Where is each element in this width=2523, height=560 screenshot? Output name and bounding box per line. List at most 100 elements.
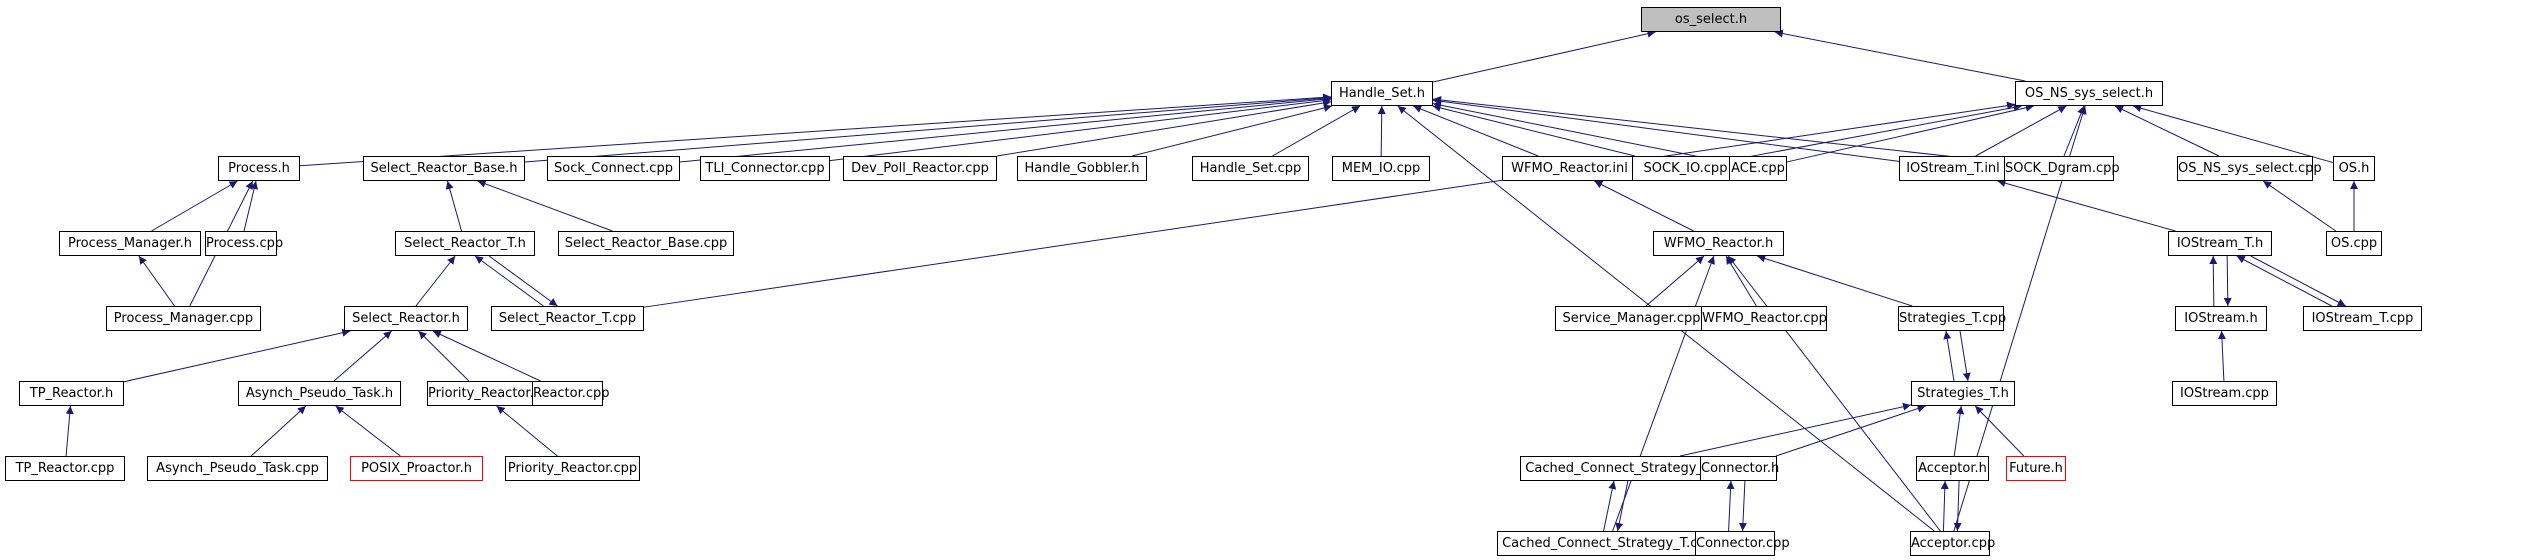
edge-strategies-t-cpp-to-wfmo-reactor-h: [1757, 254, 1913, 307]
edge-iostream-h-to-iostream-t-h: [2209, 255, 2218, 307]
node-wfmo-reactor-h[interactable]: WFMO_Reactor.h: [1653, 231, 1784, 256]
edge-future-h-to-strategies-t-h: [1974, 405, 2025, 457]
edge-priority-reactor-cpp-to-priority-reactor-h: [496, 405, 558, 457]
edge-select-reactor-base-cpp-to-select-reactor-base-h: [477, 180, 613, 232]
node-priority-reactor-cpp[interactable]: Priority_Reactor.cpp: [505, 456, 640, 481]
edge-wfmo-reactor-cpp-to-wfmo-reactor-h: [1725, 255, 1757, 307]
node-process-manager-cpp[interactable]: Process_Manager.cpp: [106, 306, 261, 331]
node-os-h[interactable]: OS.h: [2333, 156, 2375, 181]
node-acceptor-cpp[interactable]: Acceptor.cpp: [1910, 531, 1995, 556]
edge-acceptor-cpp-to-acceptor-h: [1940, 480, 1949, 532]
edge-mem-io-cpp-to-handle-set-h: [1377, 105, 1386, 157]
edge-cached-connect-strategy-t-h-to-strategies-t-h: [1679, 402, 1912, 457]
edge-handle-gobbler-h-to-handle-set-h: [1131, 104, 1333, 157]
node-strategies-t-h[interactable]: Strategies_T.h: [1911, 381, 2015, 406]
node-sock-connect-cpp[interactable]: Sock_Connect.cpp: [547, 156, 680, 181]
node-acceptor-h[interactable]: Acceptor.h: [1916, 456, 1989, 481]
edge-iostream-t-h-to-iostream-h: [2223, 255, 2232, 307]
edge-ace-cpp-to-handle-set-h: [1432, 101, 1730, 164]
edge-select-reactor-t-h-to-select-reactor-t-cpp: [488, 255, 558, 307]
edge-posix-proactor-h-to-asynch-pseudo-task-h: [335, 405, 401, 457]
edge-connector-h-to-strategies-t-h: [1775, 404, 1926, 457]
node-asynch-pseudo-task-cpp[interactable]: Asynch_Pseudo_Task.cpp: [147, 456, 328, 481]
node-select-reactor-base-cpp[interactable]: Select_Reactor_Base.cpp: [558, 231, 734, 256]
edge-os-ns-sys-select-h-to-os-select-h: [1774, 29, 2026, 82]
node-process-manager-h[interactable]: Process_Manager.h: [59, 231, 201, 256]
edge-cached-connect-strategy-t-cpp-to-cached-connect-strategy-t-h: [1603, 480, 1617, 532]
edge-dev-poll-reactor-cpp-to-handle-set-h: [996, 99, 1332, 157]
node-select-reactor-h[interactable]: Select_Reactor.h: [344, 306, 468, 331]
node-sock-io-cpp[interactable]: SOCK_IO.cpp: [1632, 156, 1739, 181]
node-wfmo-reactor-inl[interactable]: WFMO_Reactor.inl: [1502, 156, 1637, 181]
edge-strategies-t-h-to-strategies-t-cpp: [1943, 330, 1955, 382]
edge-connector-h-to-connector-cpp: [1738, 480, 1747, 532]
edge-sock-dgram-cpp-to-os-ns-sys-select-h: [2063, 105, 2085, 157]
node-cached-connect-strategy-t-cpp[interactable]: Cached_Connect_Strategy_T.cpp: [1497, 531, 1719, 556]
edge-acceptor-h-to-strategies-t-h: [1953, 405, 1965, 457]
node-connector-cpp[interactable]: Connector.cpp: [1695, 531, 1790, 556]
edge-process-manager-h-to-process-h: [151, 180, 238, 232]
edge-sock-io-cpp-to-os-ns-sys-select-h: [1738, 103, 2022, 160]
edge-iostream-t-cpp-to-iostream-t-h: [2236, 255, 2332, 307]
node-iostream-t-inl[interactable]: IOStream_T.inl: [1899, 156, 2007, 181]
node-iostream-cpp[interactable]: IOStream.cpp: [2172, 381, 2277, 406]
edge-cached-connect-strategy-t-cpp-to-wfmo-reactor-h: [1612, 255, 1715, 532]
edge-tli-connector-cpp-to-handle-set-h: [829, 96, 1332, 162]
node-iostream-t-cpp[interactable]: IOStream_T.cpp: [2303, 306, 2422, 331]
edge-process-manager-cpp-to-process-manager-h: [138, 255, 175, 307]
node-service-manager-cpp[interactable]: Service_Manager.cpp: [1555, 306, 1708, 331]
edge-iostream-t-inl-to-handle-set-h: [1432, 97, 1900, 162]
edge-os-cpp-to-os-ns-sys-select-cpp: [2262, 180, 2337, 232]
node-reactor-cpp[interactable]: Reactor.cpp: [532, 381, 610, 406]
node-strategies-t-cpp[interactable]: Strategies_T.cpp: [1898, 306, 2006, 331]
node-os-cpp[interactable]: OS.cpp: [2326, 231, 2382, 256]
node-priority-reactor-h[interactable]: Priority_Reactor.h: [427, 381, 542, 406]
node-os-ns-sys-select-cpp[interactable]: OS_NS_sys_select.cpp: [2177, 156, 2322, 181]
edge-cached-connect-strategy-t-h-to-cached-connect-strategy-t-cpp: [1615, 480, 1629, 532]
node-process-h[interactable]: Process.h: [218, 156, 300, 181]
edge-acceptor-cpp-to-wfmo-reactor-h: [1727, 255, 1941, 532]
node-connector-h[interactable]: Connector.h: [1700, 456, 1779, 481]
edge-handle-set-h-to-os-select-h: [1432, 29, 1656, 83]
node-os-select-h[interactable]: os_select.h: [1641, 7, 1781, 32]
edge-select-reactor-h-to-select-reactor-t-h: [415, 255, 456, 307]
node-handle-set-h[interactable]: Handle_Set.h: [1331, 81, 1433, 106]
edge-select-reactor-t-h-to-select-reactor-base-h: [445, 180, 462, 232]
edge-asynch-pseudo-task-h-to-select-reactor-h: [333, 330, 392, 382]
node-tp-reactor-h[interactable]: TP_Reactor.h: [19, 381, 124, 406]
node-dev-poll-reactor-cpp[interactable]: Dev_Poll_Reactor.cpp: [843, 156, 997, 181]
edge-iostream-cpp-to-iostream-h: [2217, 330, 2226, 382]
node-iostream-h[interactable]: IOStream.h: [2175, 306, 2267, 331]
node-wfmo-reactor-cpp[interactable]: WFMO_Reactor.cpp: [1701, 306, 1827, 331]
node-asynch-pseudo-task-h[interactable]: Asynch_Pseudo_Task.h: [238, 381, 401, 406]
node-os-ns-sys-select-h[interactable]: OS_NS_sys_select.h: [2015, 81, 2163, 106]
edge-handle-set-cpp-to-handle-set-h: [1272, 105, 1361, 157]
node-posix-proactor-h[interactable]: POSIX_Proactor.h: [350, 456, 483, 481]
edge-asynch-pseudo-task-cpp-to-asynch-pseudo-task-h: [250, 405, 307, 457]
edge-os-ns-sys-select-cpp-to-os-ns-sys-select-h: [2114, 105, 2220, 157]
edge-select-reactor-t-cpp-to-select-reactor-t-h: [474, 255, 544, 307]
edge-ace-cpp-to-os-ns-sys-select-h: [1786, 103, 2034, 163]
node-iostream-t-h[interactable]: IOStream_T.h: [2168, 231, 2272, 256]
node-process-cpp[interactable]: Process.cpp: [205, 231, 283, 256]
edge-wfmo-reactor-h-to-wfmo-reactor-inl: [1594, 180, 1694, 232]
node-ace-cpp[interactable]: ACE.cpp: [1729, 156, 1787, 181]
node-mem-io-cpp[interactable]: MEM_IO.cpp: [1332, 156, 1430, 181]
edge-select-reactor-t-cpp-to-os-ns-sys-select-h: [643, 101, 2016, 308]
node-handle-gobbler-h[interactable]: Handle_Gobbler.h: [1017, 156, 1147, 181]
edge-process-h-to-handle-set-h: [299, 93, 1332, 167]
edge-tp-reactor-h-to-select-reactor-h: [123, 328, 351, 383]
node-select-reactor-t-h[interactable]: Select_Reactor_T.h: [395, 231, 535, 256]
edge-select-reactor-base-h-to-handle-set-h: [524, 94, 1332, 163]
node-select-reactor-t-cpp[interactable]: Select_Reactor_T.cpp: [491, 306, 644, 331]
edge-tp-reactor-cpp-to-tp-reactor-h: [65, 405, 74, 457]
node-future-h[interactable]: Future.h: [2006, 456, 2066, 481]
edge-acceptor-h-to-acceptor-cpp: [1953, 480, 1962, 532]
node-tp-reactor-cpp[interactable]: TP_Reactor.cpp: [5, 456, 125, 481]
node-sock-dgram-cpp[interactable]: SOCK_Dgram.cpp: [2004, 156, 2120, 181]
node-select-reactor-base-h[interactable]: Select_Reactor_Base.h: [363, 156, 525, 181]
node-tli-connector-cpp[interactable]: TLI_Connector.cpp: [700, 156, 830, 181]
node-cached-connect-strategy-t-h[interactable]: Cached_Connect_Strategy_T.h: [1520, 456, 1727, 481]
node-handle-set-cpp[interactable]: Handle_Set.cpp: [1192, 156, 1309, 181]
